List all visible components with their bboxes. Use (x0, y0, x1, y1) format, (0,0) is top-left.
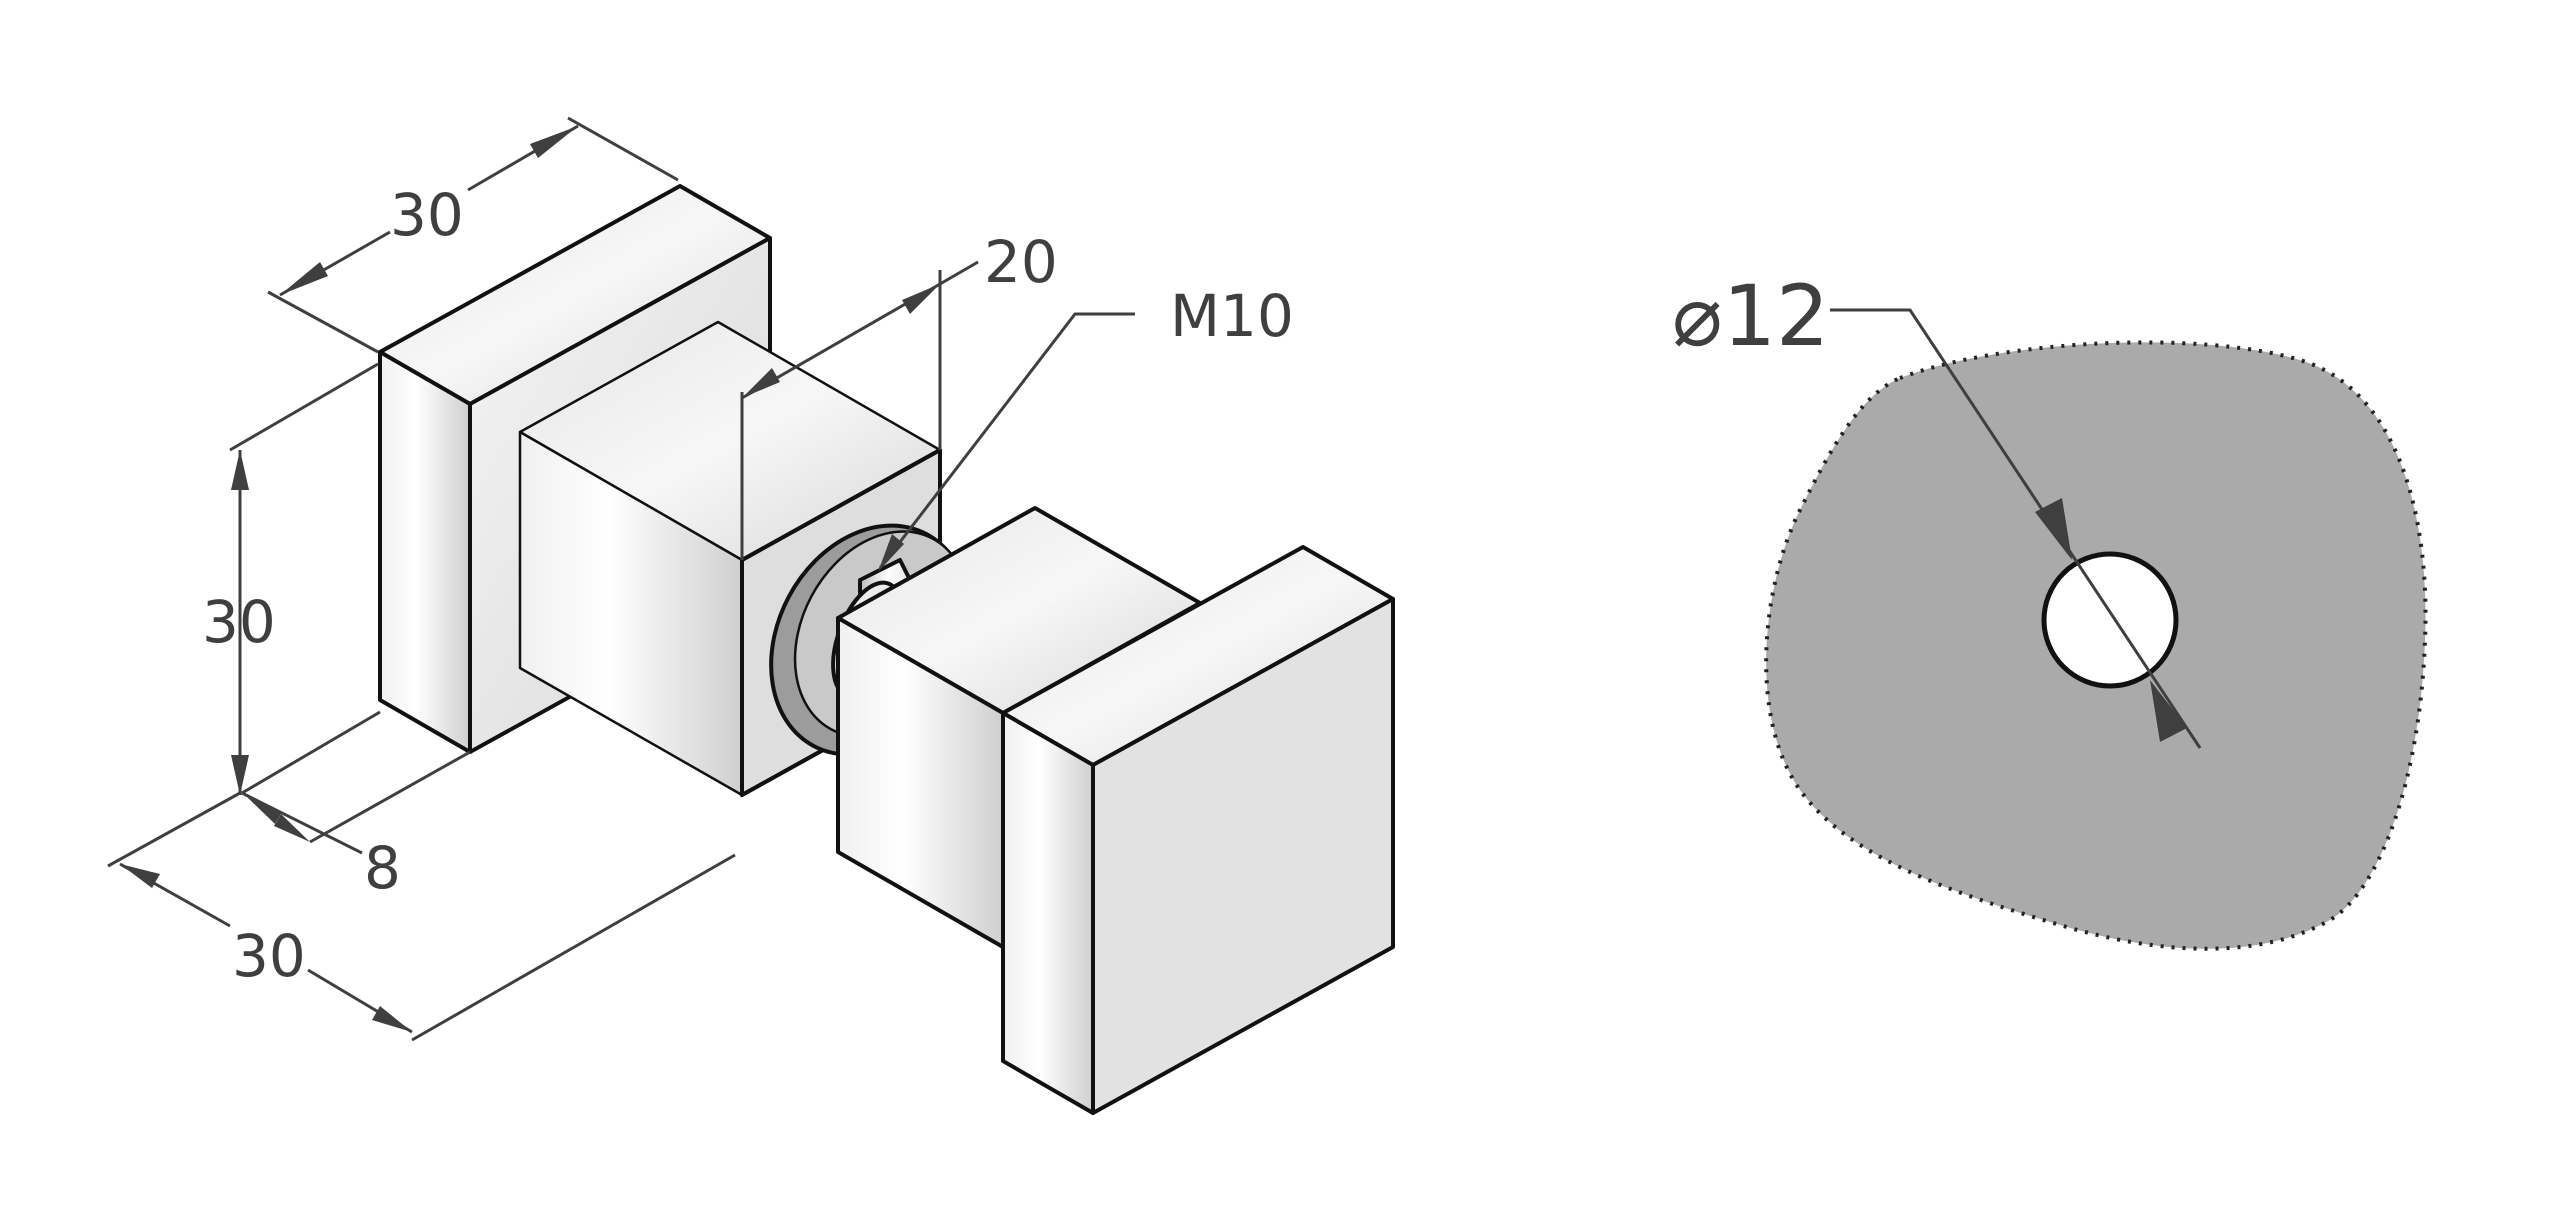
dimension-height: 30 (202, 362, 379, 795)
front-body (836, 506, 1202, 949)
hole-detail-view: ⌀12 (1672, 267, 2428, 951)
isometric-view: 30 30 8 30 (107, 116, 1395, 1115)
hole (2041, 551, 2179, 689)
dimension-depth-label: 30 (232, 922, 306, 990)
leader-thread: M10 (878, 282, 1294, 572)
dimension-height-label: 30 (202, 588, 276, 656)
dimension-top-width: 30 (267, 116, 679, 354)
dimension-depth: 30 (107, 791, 736, 1042)
dimension-top-width-label: 30 (390, 181, 464, 249)
front-flange (1001, 545, 1395, 1115)
dimension-thickness-label: 8 (364, 834, 401, 902)
rear-flange-side (378, 350, 472, 754)
dimension-thickness: 8 (241, 710, 471, 902)
dimension-hole-diameter-label: ⌀12 (1672, 267, 1829, 365)
front-flange-side (1001, 711, 1095, 1115)
front-flange-front (1091, 597, 1395, 1115)
dimension-shaft-length: 20 (740, 228, 1058, 560)
leader-thread-label: M10 (1170, 282, 1294, 350)
dimension-shaft-length-label: 20 (984, 228, 1058, 296)
dimension-hole-diameter: ⌀12 (1672, 267, 2202, 749)
